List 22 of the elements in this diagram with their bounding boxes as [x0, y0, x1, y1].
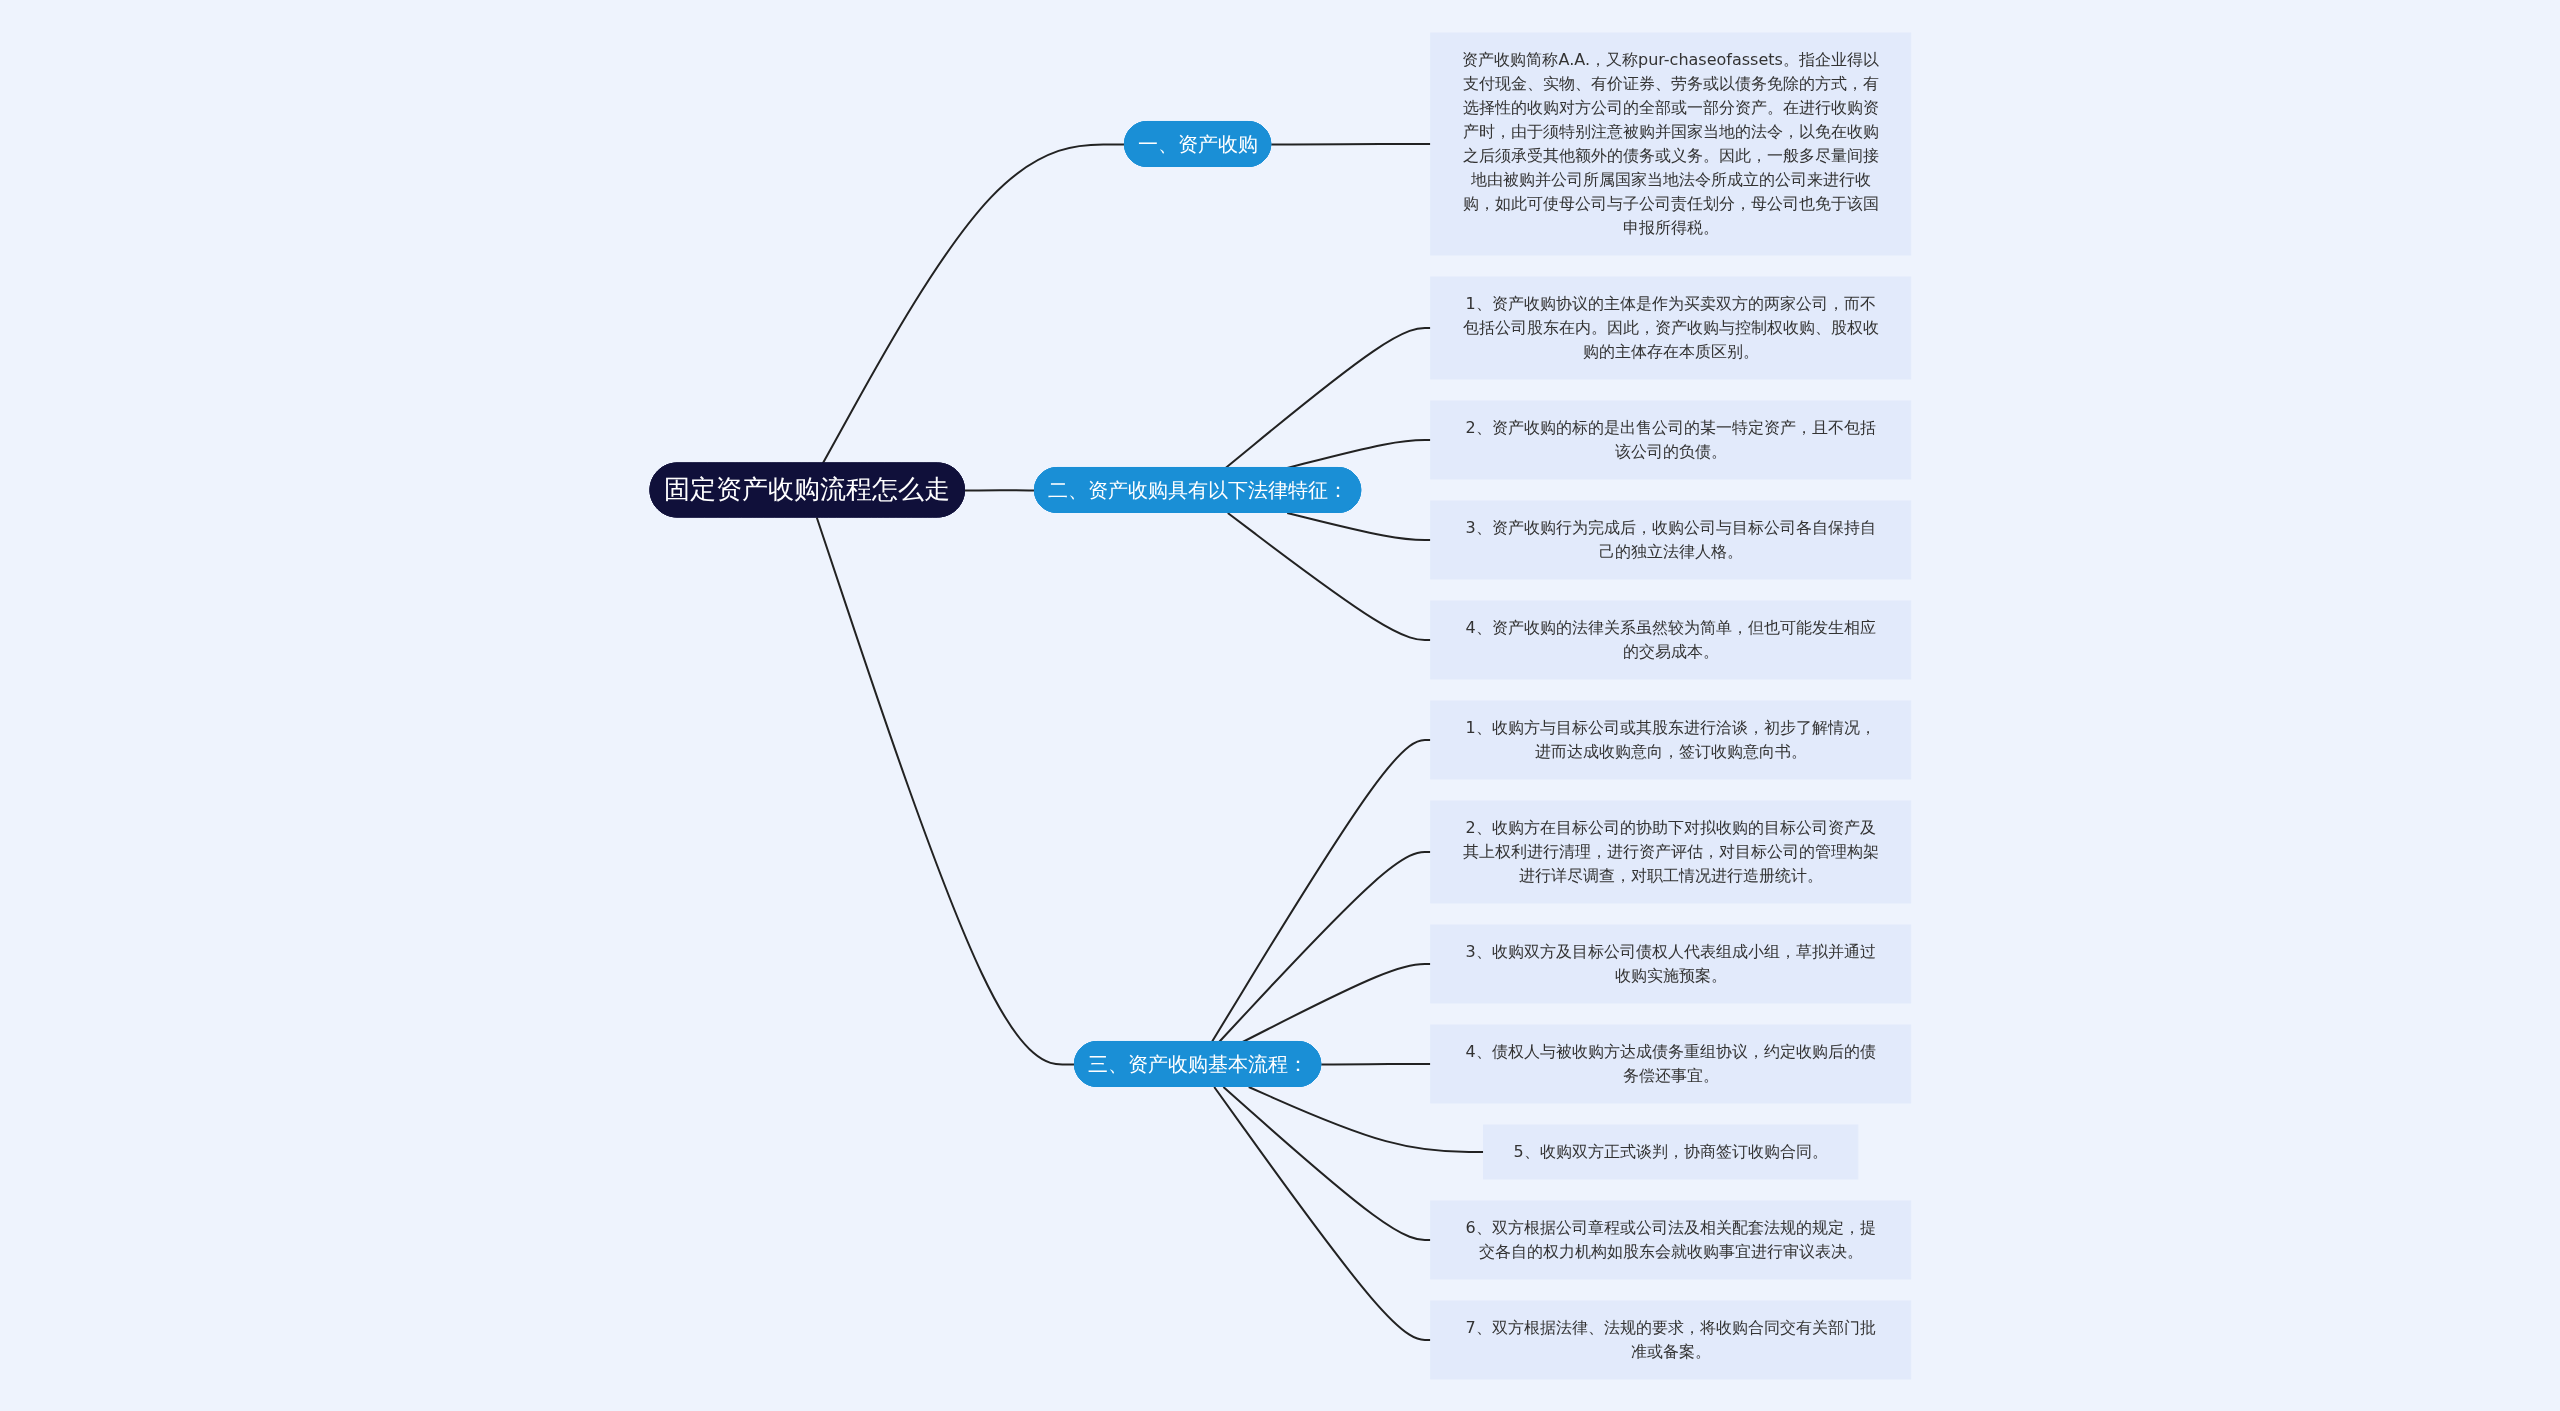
- connector: [821, 142, 1126, 464]
- node-box: 7、双方根据法律、法规的要求，将收购合同交有关部门批准或备案。: [1429, 1300, 1911, 1379]
- connector: [1319, 1062, 1432, 1065]
- node-box: 2、资产收购的标的是出售公司的某一特定资产，且不包括该公司的负债。: [1429, 400, 1911, 479]
- node-box: 5、收购双方正式谈判，协商签订收购合同。: [1482, 1124, 1858, 1179]
- connector: [1247, 1085, 1485, 1153]
- node-box: 3、资产收购行为完成后，收购公司与目标公司各自保持自己的独立法律人格。: [1429, 500, 1911, 579]
- node-box: 4、资产收购的法律关系虽然较为简单，但也可能发生相应的交易成本。: [1429, 600, 1911, 679]
- connector: [1212, 1085, 1432, 1341]
- connector: [1285, 511, 1432, 541]
- node-box: 2、收购方在目标公司的协助下对拟收购的目标公司资产及其上权利进行清理，进行资产评估，对目标公司的管理构架进行详尽调查，对职工情况进行造册统计。: [1429, 800, 1911, 903]
- node-box: 资产收购简称A.A.，又称pur-chaseofassets。指企业得以支付现金、实物、有价证券、劳务或以债务免除的方式，有选择性的收购对方公司的全部或一部分资产。在进行收购资产时，由于须特别注意被购并国家当地的法令，以免在收购之后须承受其他额外的债务或义务。因此，一般多尽量间接地由被购并公司所属国家当地法令所成立的公司来进行收购，如此可使母公司与子公司责任划分，母公司也免于该国申报所得税。: [1429, 32, 1911, 255]
- connector: [815, 516, 1076, 1065]
- node-box: 3、收购双方及目标公司债权人代表组成小组，草拟并通过收购实施预案。: [1429, 924, 1911, 1003]
- connector: [963, 488, 1036, 491]
- node-box: 1、收购方与目标公司或其股东进行洽谈，初步了解情况，进而达成收购意向，签订收购意向书。: [1429, 700, 1911, 779]
- connector: [1226, 511, 1432, 641]
- node-box: 6、双方根据公司章程或公司法及相关配套法规的规定，提交各自的权力机构如股东会就收购事宜进行审议表决。: [1429, 1200, 1911, 1279]
- node-box: 1、资产收购协议的主体是作为买卖双方的两家公司，而不包括公司股东在内。因此，资产收购与控制权收购、股权收购的主体存在本质区别。: [1429, 276, 1911, 379]
- connector: [1269, 142, 1432, 145]
- connector: [1222, 1085, 1432, 1241]
- node-box: 4、债权人与被收购方达成债务重组协议，约定收购后的债务偿还事宜。: [1429, 1024, 1911, 1103]
